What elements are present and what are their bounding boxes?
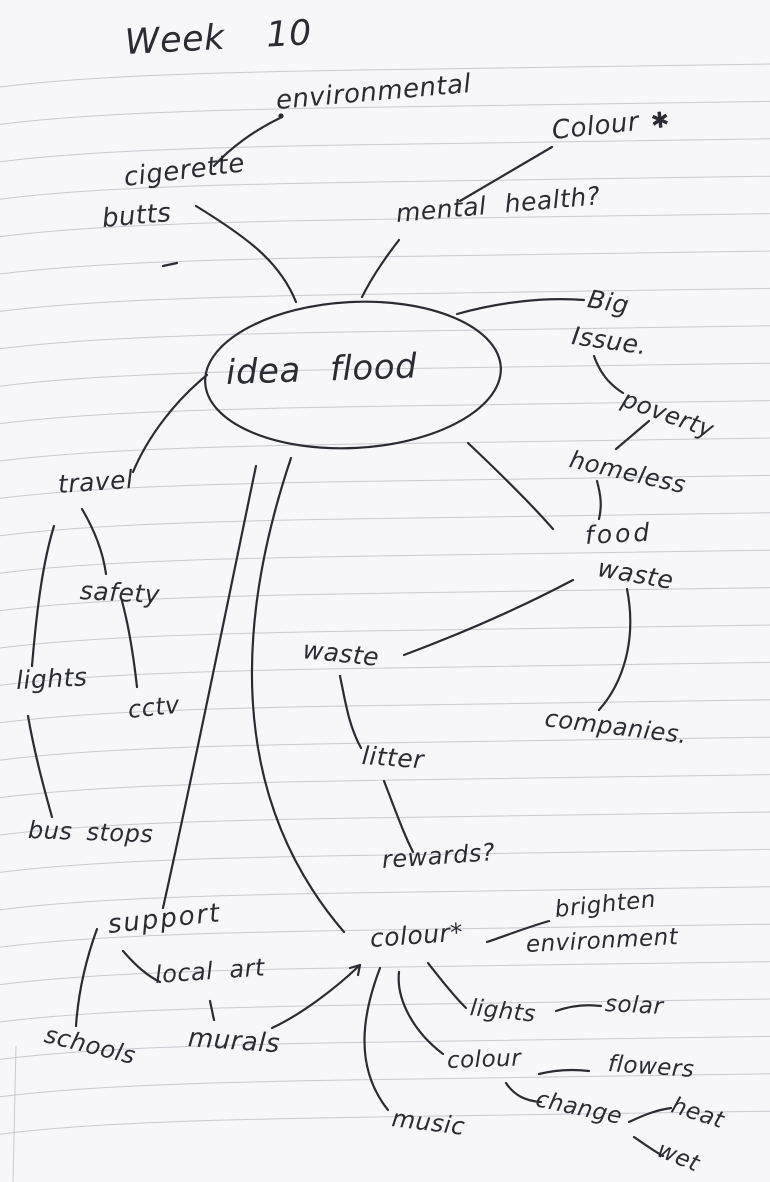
ruled-line	[0, 811, 770, 836]
ruled-line	[0, 1110, 770, 1135]
center-topic: idea flood	[225, 346, 418, 393]
ruled-line	[0, 325, 770, 350]
node-solar: solar	[604, 991, 665, 1021]
ruled-line	[0, 661, 770, 686]
center-ellipse	[204, 300, 502, 450]
connector-waste-litter	[338, 674, 363, 750]
ruled-line	[0, 699, 770, 724]
ruled-line	[0, 100, 770, 125]
connector-colour-hub-lights	[426, 961, 468, 1010]
ruled-line	[0, 1073, 770, 1098]
connector-homeless-food-waste	[595, 479, 602, 521]
page-left-edge	[12, 1045, 17, 1182]
connector-colour-hub-music	[363, 966, 390, 1112]
node-big: Big	[585, 284, 632, 320]
dash-colour-flowers	[537, 1068, 591, 1076]
connector-local-art-murals	[208, 999, 216, 1022]
connector-colour-hub-colour-lower	[397, 970, 445, 1056]
asterisk-icon: ✱	[649, 107, 672, 135]
ruled-line	[0, 250, 770, 275]
node-lights-left: lights	[15, 662, 89, 695]
connector-litter-rewards	[382, 779, 415, 854]
ruled-line	[0, 213, 770, 238]
node-local-art: local art	[154, 953, 266, 989]
connector-travel-safety	[80, 507, 108, 576]
ruled-line	[0, 736, 770, 761]
connector-environmental-cigerette	[212, 116, 282, 168]
node-bus-stops: bus stops	[27, 816, 154, 849]
node-butts: butts	[100, 198, 173, 234]
ruled-line	[0, 587, 770, 612]
ruled-line	[0, 774, 770, 799]
node-murals: murals	[186, 1023, 282, 1060]
node-food: food	[584, 517, 653, 550]
ruled-line	[0, 474, 770, 499]
connector-travel-lights	[30, 524, 56, 668]
arrowhead-colour-hub	[348, 963, 362, 977]
stray-tick	[161, 261, 179, 268]
connector-ellipse-travel	[131, 373, 209, 474]
connector-murals-colour-hub	[270, 963, 362, 1030]
node-rewards: rewards?	[381, 838, 497, 874]
connector-ellipse-colour-hub	[250, 456, 346, 934]
node-cctv: cctv	[126, 690, 182, 724]
ruled-line	[0, 998, 770, 1023]
node-colour-hub: colour*	[368, 917, 465, 953]
connector-food-waste-companies	[597, 587, 632, 712]
node-travel: travel	[56, 464, 135, 499]
node-safety: safety	[79, 576, 161, 610]
connector-ellipse-mental-health	[360, 238, 401, 299]
ruled-line	[0, 437, 770, 462]
connector-mental-health-colour	[458, 145, 554, 203]
ruled-line	[0, 512, 770, 537]
dash-change-heat	[627, 1106, 673, 1124]
connector-butts-ellipse	[194, 204, 298, 304]
connector-ellipse-food-waste	[466, 441, 555, 531]
dash-lights-solar	[554, 1004, 603, 1013]
page-title: Week 10	[123, 13, 313, 63]
dash-change-wet	[632, 1135, 665, 1158]
ruled-line	[0, 923, 770, 948]
ruled-line	[0, 63, 770, 88]
node-flowers: flowers	[607, 1051, 696, 1084]
ruled-line	[0, 886, 770, 911]
ruled-line	[0, 549, 770, 574]
connector-colour-lower-change	[504, 1081, 543, 1104]
ruled-line	[0, 175, 770, 200]
ruled-line	[0, 400, 770, 425]
connector-safety-cctv	[120, 599, 139, 689]
ruled-line	[0, 1035, 770, 1060]
ruled-line	[0, 362, 770, 387]
connector-ellipse-big-issue	[455, 298, 586, 316]
ruled-line	[0, 138, 770, 163]
connector-waste-food-waste	[402, 578, 575, 657]
connector-colour-hub-brighten	[485, 919, 551, 944]
connector-issue-poverty	[592, 354, 625, 395]
node-colour-lower: colour	[446, 1045, 522, 1074]
connector-poverty-homeless	[614, 419, 651, 451]
node-litter: litter	[360, 741, 426, 775]
ruled-line	[0, 848, 770, 873]
connector-ellipse-support	[161, 464, 258, 910]
ruled-line	[0, 287, 770, 312]
node-waste: waste	[301, 635, 381, 672]
ruled-line	[0, 624, 770, 649]
connector-support-local-art	[121, 949, 162, 984]
connector-support-schools	[74, 927, 99, 1028]
connector-lights-bus-stops	[26, 714, 54, 819]
